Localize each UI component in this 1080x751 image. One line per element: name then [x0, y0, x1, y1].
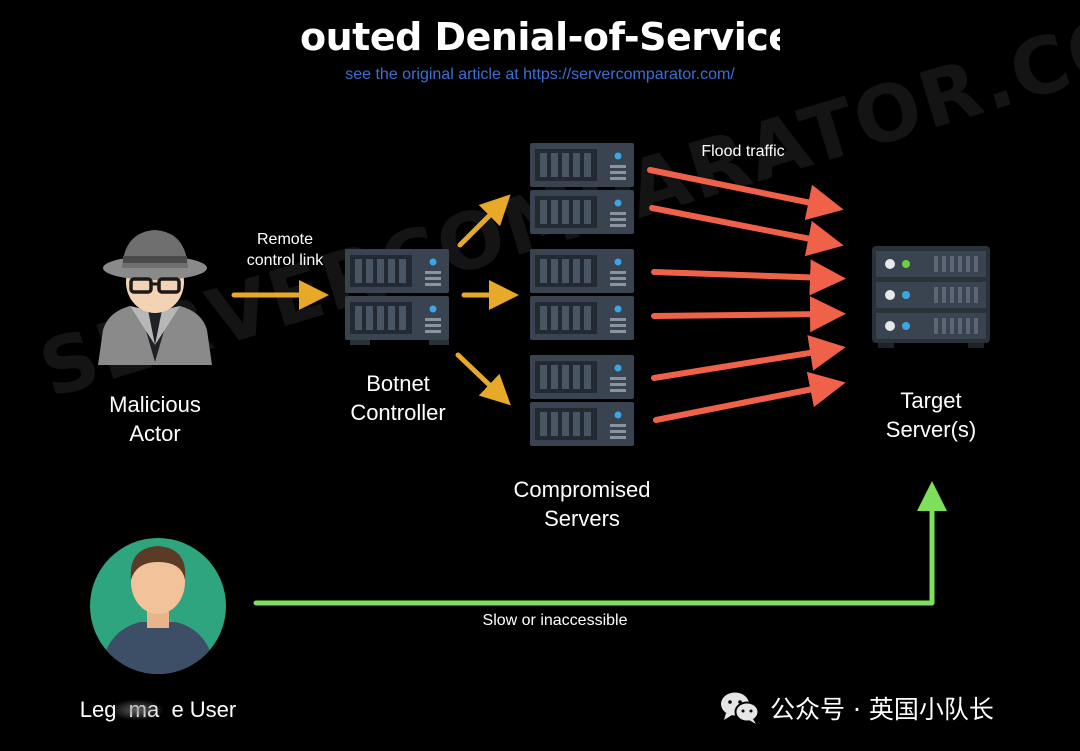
diagram-title: outed Denial-of-Service A	[300, 15, 780, 59]
compromised-server-middle-icon	[530, 249, 634, 340]
botnet-controller-label: Botnet Controller	[350, 371, 446, 425]
target-server-icon	[872, 246, 990, 348]
source-link[interactable]: see the original article at https://serv…	[345, 66, 735, 83]
user-avatar-icon	[90, 538, 226, 674]
wechat-account-name: 公众号 · 英国小队长	[770, 695, 994, 724]
control-arrow-lower	[455, 352, 511, 406]
flood-traffic-label: Flood traffic	[701, 143, 785, 160]
control-arrow-upper	[457, 194, 511, 248]
compromised-server-bottom-icon	[530, 355, 634, 446]
compromised-server-top-icon	[530, 143, 634, 234]
slow-inaccessible-label: Slow or inaccessible	[482, 612, 628, 629]
blur-smudge	[111, 700, 163, 720]
botnet-controller-icon	[345, 249, 449, 345]
compromised-servers-label: Compromised Servers	[513, 477, 651, 531]
hacker-icon	[98, 230, 212, 365]
target-server-label: Target Server(s)	[885, 388, 977, 442]
malicious-actor-label: Malicious Actor	[109, 392, 201, 446]
remote-control-label: Remote control link	[246, 231, 324, 269]
wechat-icon	[721, 692, 760, 724]
wechat-badge: 公众号 · 英国小队长	[720, 690, 994, 726]
flood-traffic-arrows	[647, 167, 846, 423]
legitimate-traffic-arrow	[253, 481, 947, 606]
